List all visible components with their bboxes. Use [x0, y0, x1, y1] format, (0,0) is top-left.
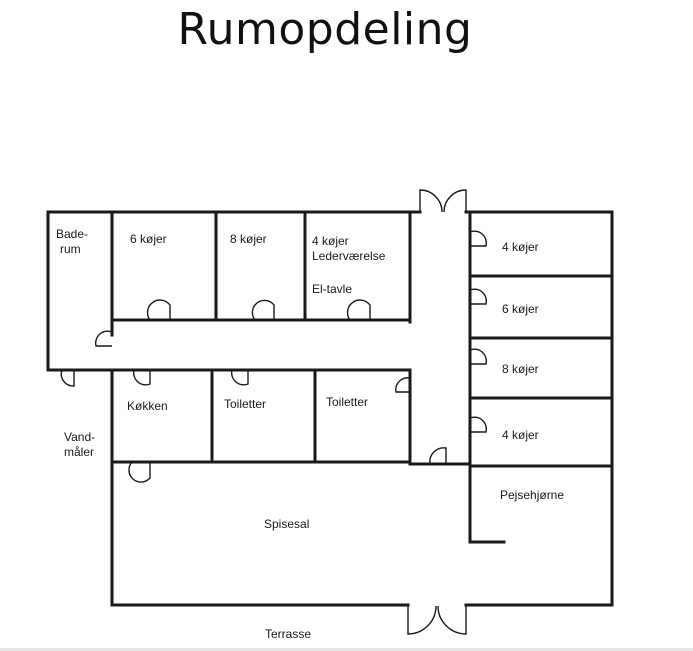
right-4-kojer-b-label: 4 køjer	[502, 428, 539, 442]
toiletter-2-label: Toiletter	[326, 395, 368, 409]
spisesal-label: Spisesal	[264, 517, 309, 531]
vandmaler-label: Vand-	[64, 430, 95, 444]
walls	[46, 210, 614, 607]
kokken-label: Køkken	[127, 399, 168, 413]
room-6-kojer-label: 6 køjer	[130, 232, 167, 246]
right-8-kojer-label: 8 køjer	[502, 362, 539, 376]
page-title: Rumopdeling	[177, 4, 473, 55]
toiletter-1-label: Toiletter	[224, 397, 266, 411]
terrasse-label: Terrasse	[265, 627, 311, 641]
ledervaerelse-label: Lederværelse	[312, 249, 386, 263]
baderum-label: Bade-	[56, 227, 88, 241]
pejsehjorne-label: Pejsehjørne	[500, 488, 564, 502]
room-labels: Bade- rum 6 køjer 8 køjer 4 køjer Lederv…	[56, 227, 564, 641]
room-8-kojer-label: 8 køjer	[230, 232, 267, 246]
baderum-label-2: rum	[60, 242, 81, 256]
bottom-divider	[0, 648, 693, 651]
room-4-kojer-label: 4 køjer	[312, 234, 349, 248]
vandmaler-label-2: måler	[64, 445, 94, 459]
el-tavle-label: El-tavle	[312, 282, 352, 296]
doors	[60, 189, 488, 635]
right-4-kojer-a-label: 4 køjer	[502, 240, 539, 254]
right-6-kojer-label: 6 køjer	[502, 302, 539, 316]
